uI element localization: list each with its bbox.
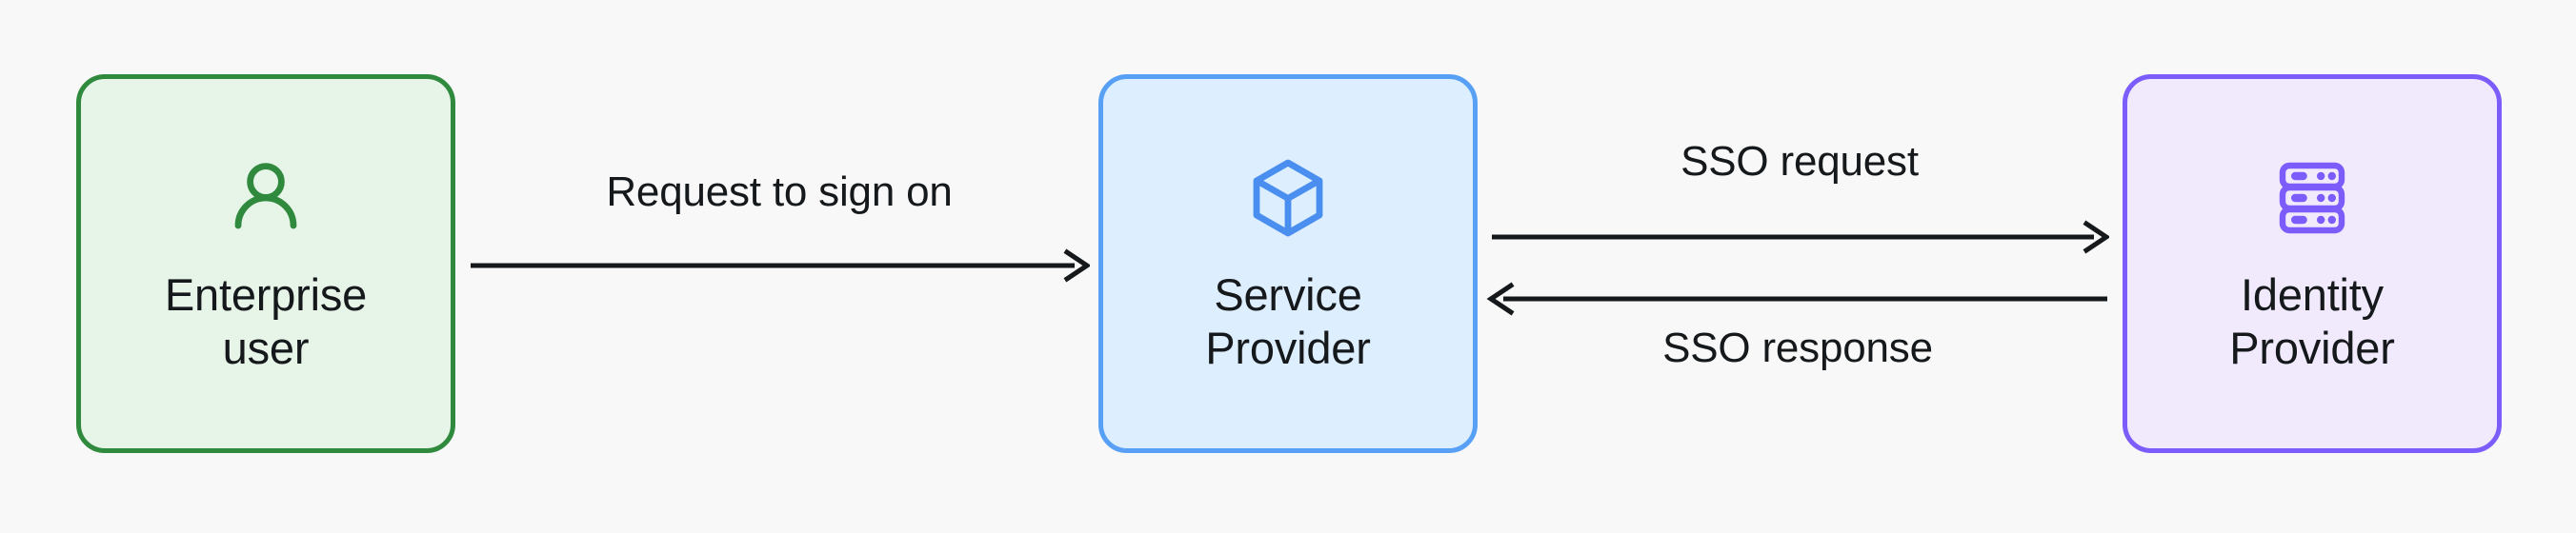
edge-label-sso-response: SSO response: [1662, 325, 1933, 371]
edge-arrow-sso-response: [1486, 282, 2107, 316]
node-label-service-provider: Service Provider: [1205, 269, 1371, 373]
edge-label-sso-request: SSO request: [1680, 138, 1919, 185]
node-label-enterprise-user: Enterprise user: [164, 269, 368, 373]
node-service-provider[interactable]: Service Provider: [1098, 74, 1478, 453]
cube-icon: [1242, 152, 1334, 244]
edge-arrow-request-to-sign-on: [471, 248, 1090, 283]
node-identity-provider[interactable]: Identity Provider: [2123, 74, 2502, 453]
edge-arrow-sso-request: [1492, 220, 2109, 254]
server-rack-icon: [2266, 152, 2358, 244]
node-label-identity-provider: Identity Provider: [2229, 269, 2395, 373]
edge-label-request-to-sign-on: Request to sign on: [606, 168, 953, 215]
node-enterprise-user[interactable]: Enterprise user: [76, 74, 455, 453]
user-icon: [220, 152, 312, 244]
